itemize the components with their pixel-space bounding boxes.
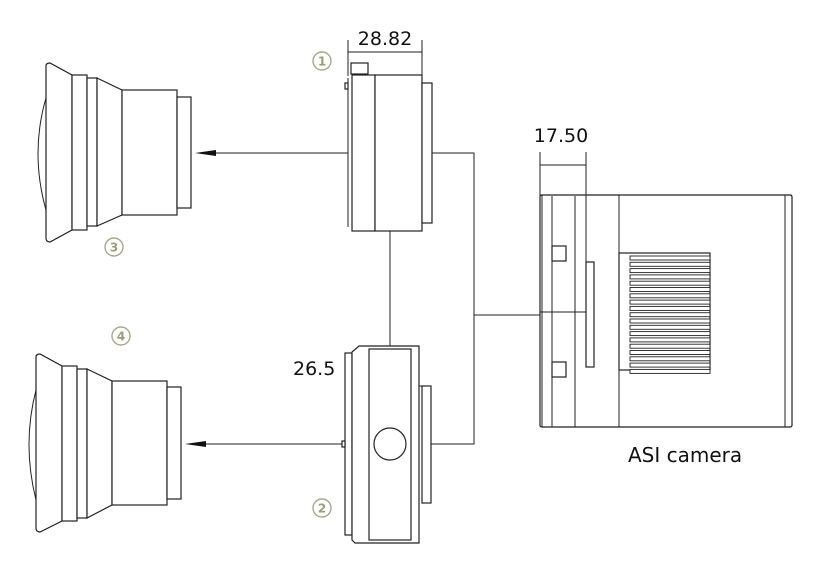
adapter-1 (344, 62, 433, 232)
heatsink-fin (629, 331, 711, 337)
lens-4 (28, 353, 182, 533)
heatsink-fin (629, 343, 711, 349)
camera-label: ASI camera (628, 443, 742, 467)
heatsink-fin (629, 362, 711, 368)
svg-text:2: 2 (318, 502, 326, 516)
heatsink-fin (629, 368, 711, 374)
heatsink-fin (629, 293, 711, 299)
dimension-label: 28.82 (358, 28, 412, 50)
connector-lines (389, 152, 540, 445)
heatsink-fin (629, 268, 711, 274)
svg-text:4: 4 (117, 330, 125, 344)
heatsink-fin (629, 337, 711, 343)
heatsink-fin (629, 350, 711, 355)
heatsink (618, 252, 711, 374)
dimension-28-82: 28.82 (347, 28, 423, 76)
dimension-26-5: 26.5 (293, 358, 335, 380)
badge-part-3: 3 (104, 237, 124, 257)
arrow-adapter-1-to-lens-3 (195, 150, 348, 156)
asi-camera (539, 194, 793, 428)
heatsink-fin (629, 274, 711, 280)
heatsink-fin (629, 318, 711, 324)
badge-part-4: 4 (111, 326, 131, 346)
lens-3 (37, 62, 192, 243)
heatsink-fin (629, 280, 711, 286)
dimension-17-50: 17.50 (534, 125, 588, 312)
heatsink-fin (629, 287, 711, 292)
heatsink-fin (629, 299, 711, 305)
heatsink-fin (629, 255, 711, 261)
arrow-adapter-2-to-lens-4 (185, 441, 342, 447)
dimension-label: 17.50 (534, 125, 588, 147)
badge-part-2: 2 (312, 498, 332, 518)
badge-part-1: 1 (312, 51, 332, 71)
heatsink-fin (629, 261, 711, 267)
svg-text:1: 1 (318, 55, 326, 69)
svg-text:3: 3 (110, 241, 118, 255)
heatsink-fin (629, 356, 711, 362)
heatsink-fin (629, 312, 711, 318)
adapter-2 (341, 345, 432, 544)
heatsink-fin (629, 324, 711, 330)
heatsink-fin (629, 305, 711, 311)
